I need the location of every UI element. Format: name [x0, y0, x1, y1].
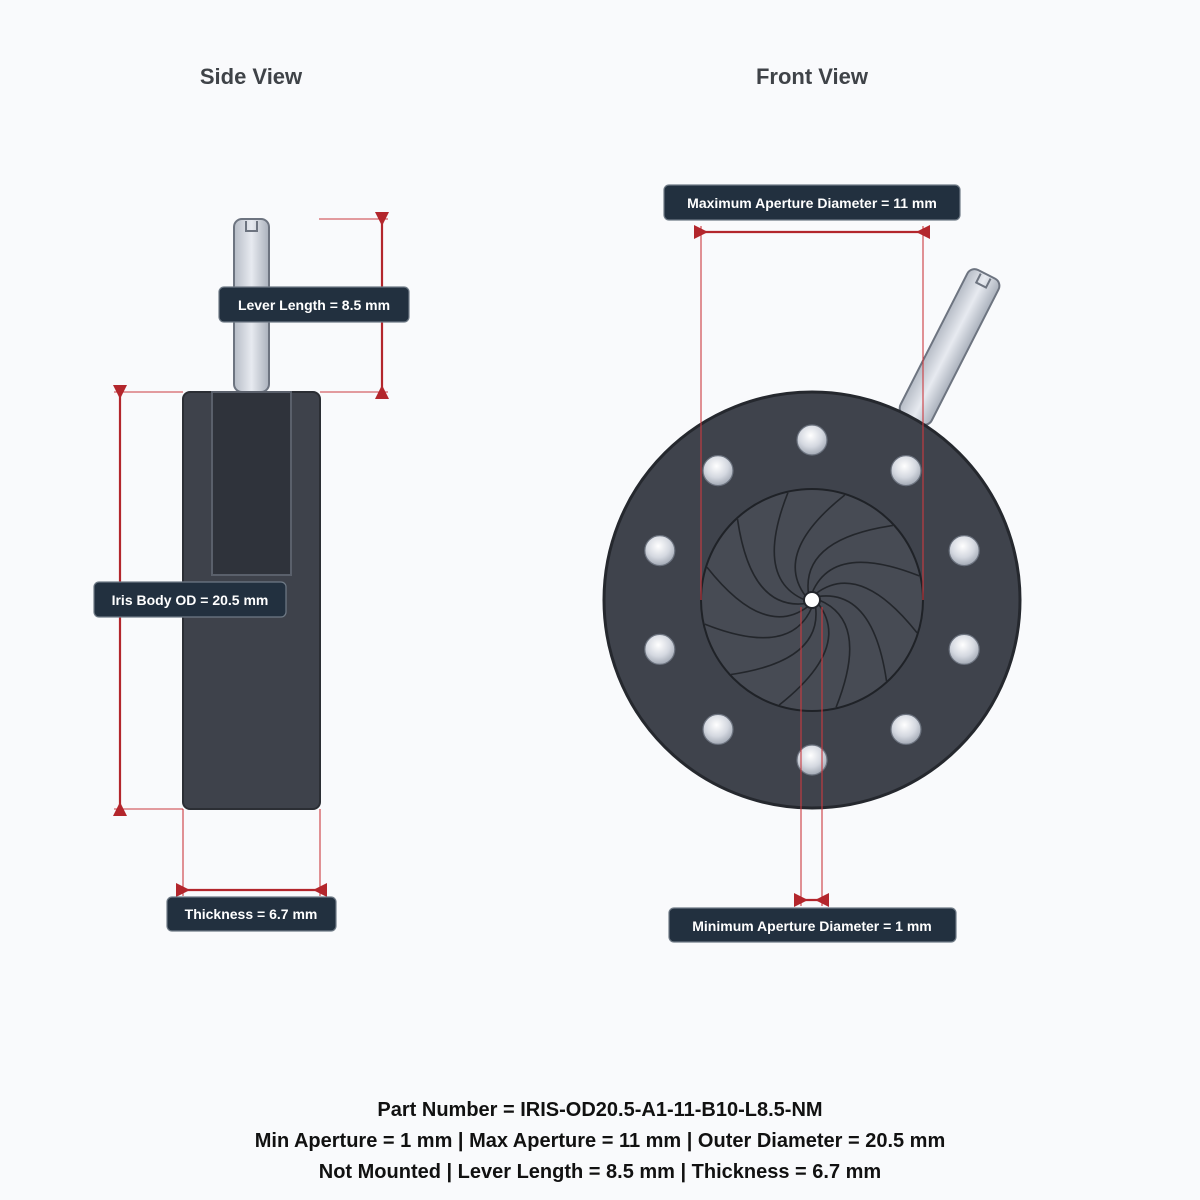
iris-blade-edge — [773, 492, 806, 601]
iris-blade-edge — [736, 518, 807, 605]
iris-blade-edge — [704, 606, 813, 639]
mounting-holes — [644, 424, 980, 776]
mounting-hole — [890, 713, 922, 746]
iris-blade-edge — [811, 561, 920, 594]
lever-length-text: Lever Length = 8.5 mm — [238, 297, 390, 313]
min-aperture-dimension — [794, 607, 829, 907]
thickness-label: Thickness = 6.7 mm — [166, 896, 337, 932]
min-aperture-label: Minimum Aperture Diameter = 1 mm — [668, 907, 957, 943]
mounting-hole — [948, 633, 980, 666]
part-number: Part Number = IRIS-OD20.5-A1-11-B10-L8.5… — [377, 1099, 822, 1121]
max-aperture-text: Maximum Aperture Diameter = 11 mm — [687, 195, 937, 211]
side-view-title: Side View — [200, 64, 303, 89]
mounting-hole — [702, 455, 734, 487]
body-od-label: Iris Body OD = 20.5 mm — [93, 581, 287, 618]
iris-blades — [704, 492, 920, 708]
mounting-hole — [948, 534, 980, 567]
iris-blade-edge — [807, 524, 894, 595]
iris-blade-edge — [706, 566, 809, 618]
iris-blade-edge — [815, 582, 918, 634]
mounting-hole — [796, 424, 828, 456]
front-view — [602, 225, 1022, 907]
mounting-hole — [702, 713, 734, 746]
iris-blade-edge — [818, 599, 851, 708]
mount-summary: Not Mounted | Lever Length = 8.5 mm | Th… — [319, 1161, 881, 1183]
mounting-hole — [644, 534, 676, 567]
front-lever — [898, 268, 1001, 426]
max-aperture-dimension — [694, 225, 930, 600]
max-aperture-label: Maximum Aperture Diameter = 11 mm — [663, 184, 961, 221]
lever-length-label: Lever Length = 8.5 mm — [218, 286, 410, 323]
front-view-title: Front View — [756, 64, 869, 89]
mounting-hole — [890, 455, 922, 487]
iris-blade-edge — [730, 605, 817, 676]
iris-blade-edge — [778, 603, 830, 706]
min-aperture-text: Minimum Aperture Diameter = 1 mm — [692, 918, 932, 934]
body-od-text: Iris Body OD = 20.5 mm — [112, 592, 269, 608]
iris-blade-edge — [794, 494, 846, 597]
mounting-hole — [644, 633, 676, 666]
aperture-summary: Min Aperture = 1 mm | Max Aperture = 11 … — [255, 1130, 946, 1152]
iris-blade-edge — [817, 595, 888, 682]
thickness-text: Thickness = 6.7 mm — [185, 906, 318, 922]
thickness-dimension — [176, 809, 327, 897]
mounting-hole — [796, 744, 828, 776]
center-aperture — [803, 591, 821, 609]
part-summary: Part Number = IRIS-OD20.5-A1-11-B10-L8.5… — [255, 1099, 946, 1183]
